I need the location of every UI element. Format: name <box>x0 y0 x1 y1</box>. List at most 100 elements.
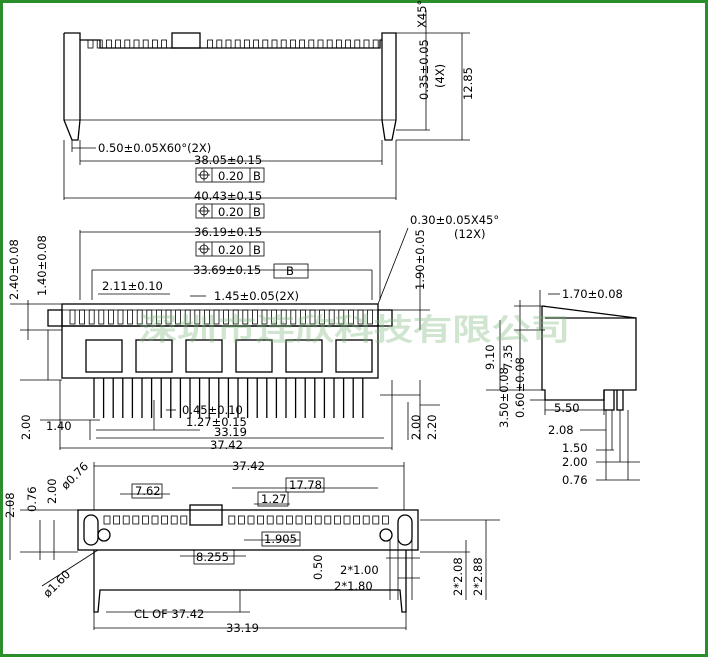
dim-1-45: 1.45±0.05(2X) <box>214 289 299 303</box>
front-tooth <box>165 309 172 325</box>
top-tooth <box>317 39 324 49</box>
top-tooth <box>363 39 370 49</box>
top-tooth <box>115 39 121 49</box>
dim-7-35: 7.35 <box>501 344 515 370</box>
front-tooth <box>261 309 268 325</box>
front-tooth <box>328 309 335 325</box>
top-tooth <box>234 39 241 49</box>
front-tooth <box>203 309 210 325</box>
front-tooth <box>299 309 306 325</box>
top-tooth <box>96 39 103 49</box>
side-view <box>486 290 640 481</box>
dim-8-255: 8.255 <box>196 550 229 564</box>
dim-7-62: 7.62 <box>135 484 161 498</box>
tolerance-frame-b <box>195 203 265 219</box>
bottom-tooth <box>161 515 169 525</box>
dim-5-50: 5.50 <box>554 401 580 415</box>
bottom-tooth <box>132 515 140 525</box>
dim-2x2-88: 2*2.88 <box>471 557 485 596</box>
dim-phi-0-76: ø0.76 <box>58 459 91 492</box>
front-view <box>10 230 440 450</box>
basic-17-78-frame <box>285 477 325 493</box>
dim-1-50: 1.50 <box>562 441 588 455</box>
top-tooth <box>326 39 333 49</box>
front-tooth <box>357 309 364 325</box>
bottom-tooth <box>353 515 361 525</box>
front-tooth <box>347 309 354 325</box>
bottom-tooth <box>141 515 149 525</box>
front-tooth <box>146 309 153 325</box>
front-tooth <box>108 309 114 325</box>
bottom-tooth <box>314 515 322 525</box>
top-view <box>63 10 470 200</box>
top-tooth <box>133 39 140 49</box>
dim-17-78: 17.78 <box>289 478 322 492</box>
dim-33-19: 33.19 <box>214 425 247 439</box>
bottom-view <box>9 462 500 630</box>
dim-width-36-19: 36.19±0.15 <box>194 225 262 239</box>
dim-b-33-19: 33.19 <box>226 621 259 635</box>
dim-2-00-left: 2.00 <box>19 414 33 440</box>
bottom-tooth <box>343 515 351 525</box>
dim-37-42: 37.42 <box>210 438 243 452</box>
dim-tip-angle: 0.50±0.05X60°(2X) <box>98 141 211 155</box>
bottom-tooth <box>113 515 120 525</box>
dim-1-40-side: 1.40±0.08 <box>35 235 49 296</box>
top-tooth <box>216 39 223 49</box>
bottom-tooth <box>372 515 380 525</box>
front-tooth <box>88 309 95 325</box>
dim-1-40: 1.40 <box>46 419 72 433</box>
tolerance-frame-c <box>195 241 265 257</box>
bottom-tooth <box>103 515 111 525</box>
top-tooth <box>225 39 232 49</box>
dim-0-76-side: 0.76 <box>562 473 588 487</box>
tol-a-value: 0.20 <box>218 169 244 183</box>
dim-0-60: 0.60±0.08 <box>513 357 527 418</box>
front-tooth <box>194 309 201 325</box>
tol-b-ref: B <box>253 205 261 219</box>
top-tooth <box>299 39 306 49</box>
dim-chamfer-top: X45° <box>415 0 429 28</box>
front-tooth <box>251 309 258 325</box>
top-tooth <box>253 39 260 49</box>
bottom-tooth <box>295 515 303 525</box>
bottom-tooth <box>266 515 274 525</box>
dim-bottom-37-42: 37.42 <box>232 459 265 473</box>
bottom-tooth <box>305 515 313 525</box>
top-tooth <box>335 39 342 49</box>
front-tooth <box>79 309 85 325</box>
top-tooth <box>124 39 131 49</box>
bottom-tooth <box>237 515 245 525</box>
front-tooth <box>69 309 76 325</box>
dim-tab-count: (4X) <box>433 64 447 88</box>
bottom-tooth <box>324 515 332 525</box>
front-tooth <box>319 309 326 325</box>
dim-tab: 0.35±0.05 <box>417 39 431 100</box>
front-tooth <box>280 309 287 325</box>
top-tooth <box>354 39 361 49</box>
dim-1-90: 1.90±0.05 <box>413 229 427 290</box>
bottom-tooth <box>122 515 130 525</box>
dim-3-50: 3.50±0.08 <box>497 367 511 428</box>
bottom-tooth <box>151 515 159 525</box>
dim-2-40: 2.40±0.08 <box>7 239 21 300</box>
dim-b-0-76: 0.76 <box>25 486 39 512</box>
dim-chamfer-12x-count: (12X) <box>454 227 486 241</box>
dim-b-2-08: 2.08 <box>3 492 17 518</box>
tol-c-value: 0.20 <box>218 243 244 257</box>
dim-0-45: 0.45±0.10 <box>182 403 243 417</box>
top-tooth <box>280 39 287 49</box>
datum-b-frame <box>273 263 309 279</box>
dim-1-70: 1.70±0.08 <box>562 287 623 301</box>
front-tooth <box>136 309 143 325</box>
datum-b: B <box>286 264 294 278</box>
front-tooth <box>338 309 345 325</box>
front-tooth <box>232 309 239 325</box>
bottom-tooth <box>228 515 236 525</box>
top-tooth <box>87 39 94 49</box>
front-tooth <box>175 309 182 325</box>
dim-width-38-05: 38.05±0.15 <box>194 153 262 167</box>
bottom-tooth <box>381 515 389 525</box>
